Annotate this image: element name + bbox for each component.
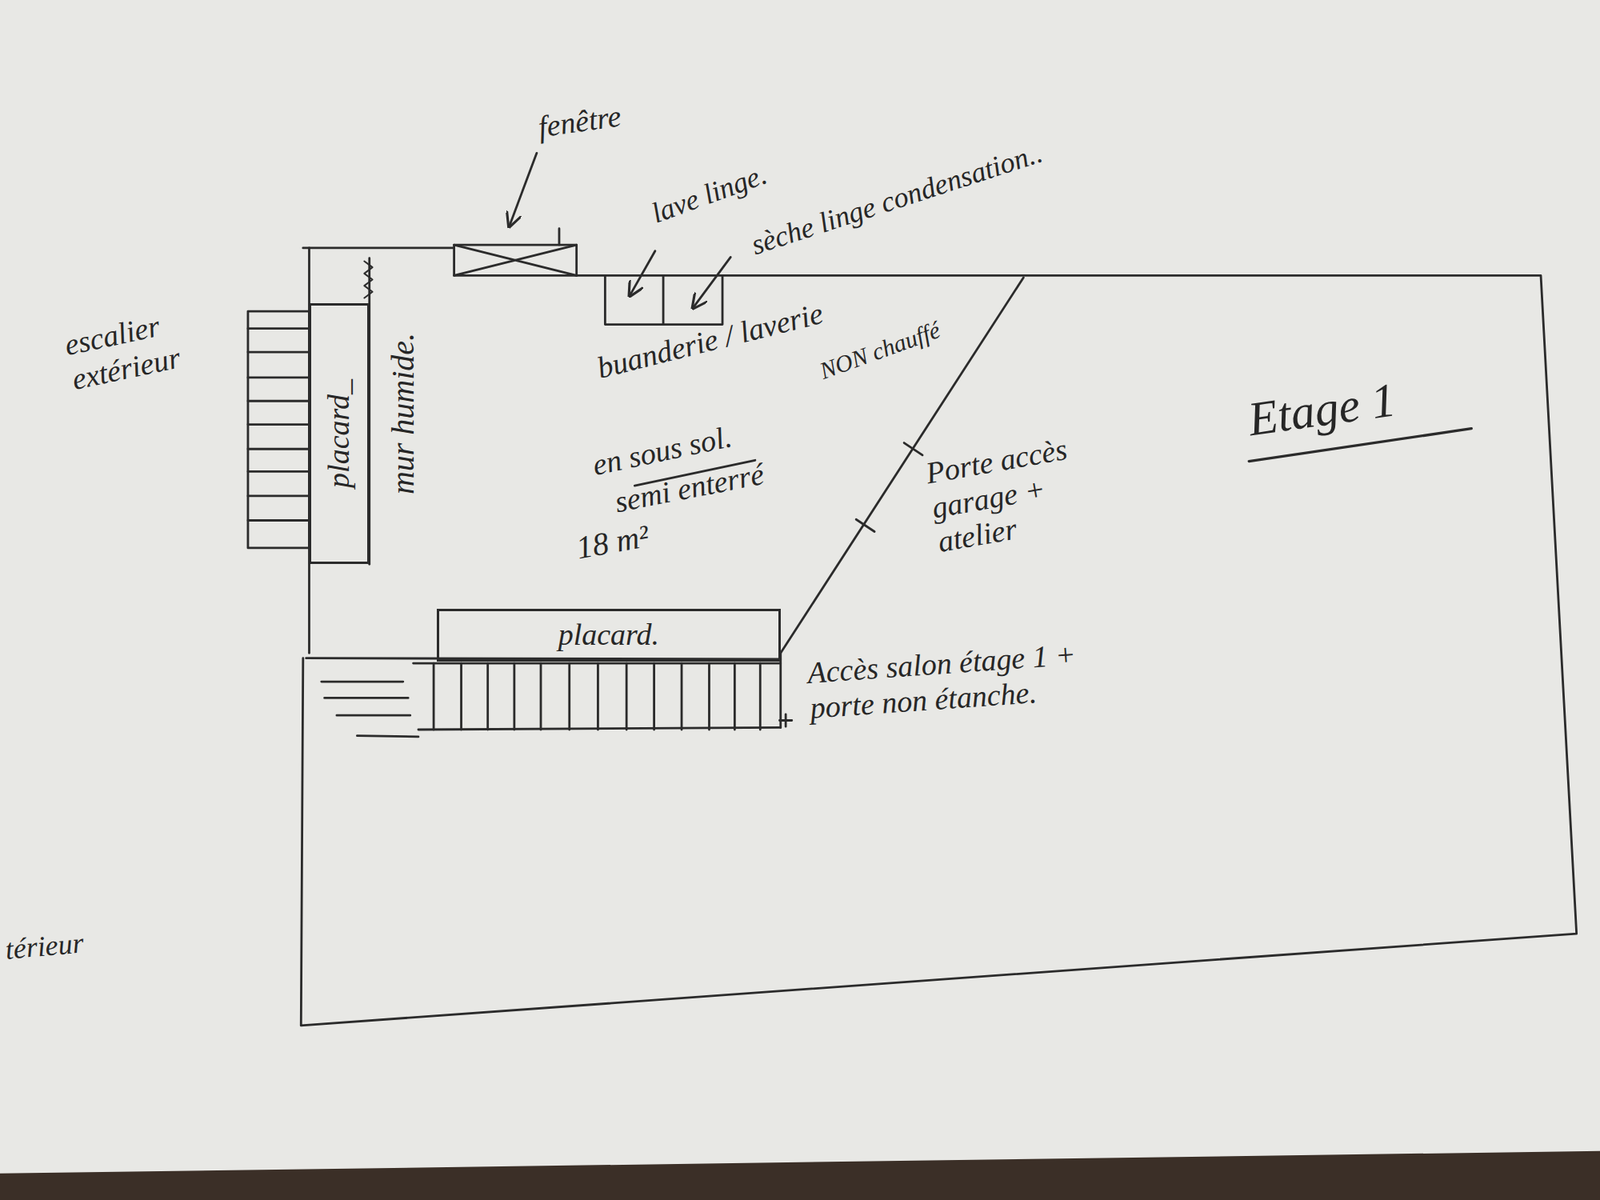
stair-symbol [321,681,419,737]
stair-symbol [433,652,781,730]
window-symbol [454,228,577,276]
appliance-symbol [604,275,723,324]
stair-symbol [248,328,310,521]
wet-wall-hatch [364,261,372,299]
stair-symbol [248,311,310,548]
pointer-arrow [629,251,656,296]
cupboard-label: placard. [558,618,660,652]
cupboard-box: placard. [436,608,781,661]
pointer-arrow [508,152,536,227]
note: térieur [4,927,85,968]
note: mur humide. [384,332,422,494]
wall [300,275,1576,1025]
cupboard-label: placard_ [322,379,356,488]
door-mark [856,443,923,532]
pointer-arrow [692,256,731,308]
wall [303,247,455,250]
plus-mark [779,714,792,727]
cupboard-box: placard_ [308,303,369,565]
desk [0,1151,1600,1200]
